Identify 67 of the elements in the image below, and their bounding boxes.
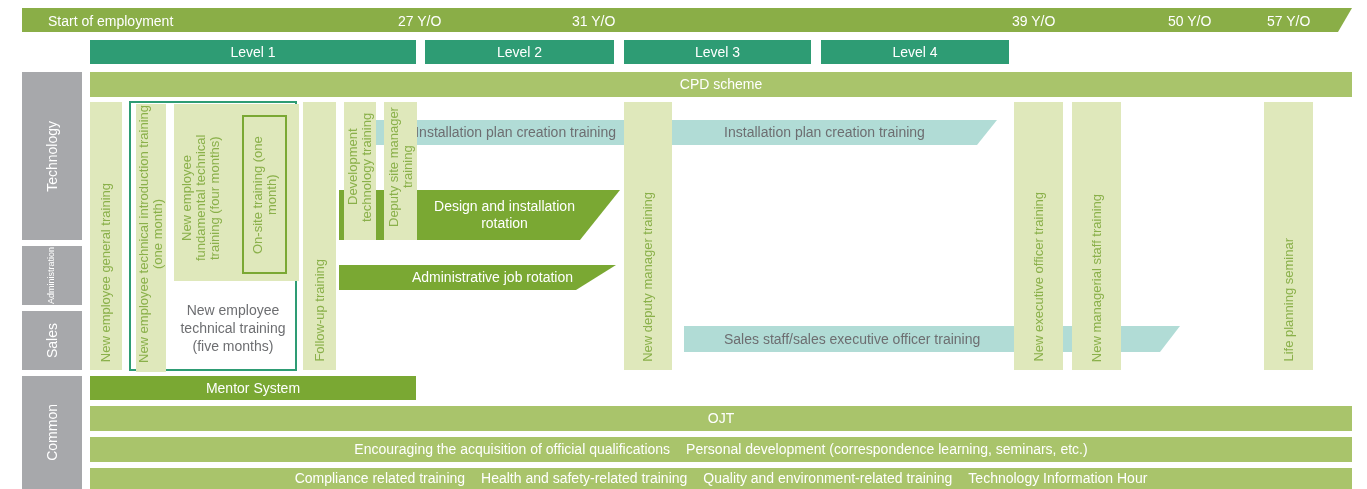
column-label: New managerial staff training — [1089, 193, 1104, 362]
column-label: Life planning seminar — [1281, 238, 1296, 362]
program-band — [90, 437, 1352, 462]
training-column — [624, 102, 672, 370]
timeline-label: 27 Y/O — [398, 12, 442, 31]
band-label: Technology Information Hour — [968, 469, 1148, 488]
column-label: New employee technical introduction training (one month) — [137, 104, 165, 364]
program-bar — [90, 376, 416, 400]
training-column — [384, 102, 417, 240]
timeline-label: 39 Y/O — [1012, 12, 1056, 31]
band-label: Quality and environment-related training — [703, 469, 953, 488]
program-frame — [129, 101, 297, 371]
training-column — [344, 102, 376, 240]
level-bar — [90, 40, 416, 64]
timeline-label: 50 Y/O — [1168, 12, 1212, 31]
bar-label: Installation plan creation training — [415, 123, 616, 142]
timeline-bar — [22, 8, 1352, 32]
timeline-label: 57 Y/O — [1267, 12, 1311, 31]
band-label: Personal development (correspondence learning, seminars, etc.) — [686, 440, 1088, 459]
training-column — [90, 102, 122, 370]
column-label: New executive officer training — [1031, 192, 1046, 362]
timeline-label: Start of employment — [48, 12, 174, 31]
training-column — [303, 102, 336, 370]
band-label: Compliance related training — [294, 469, 466, 488]
column-label: On-site training (one month) — [250, 134, 279, 255]
category-label: Sales — [42, 323, 61, 358]
bar-label: Mentor System — [205, 378, 301, 398]
bar-label: Administrative job rotation — [411, 269, 574, 286]
category-label-panel — [22, 246, 82, 305]
band-label: Health and safety-related training — [481, 469, 688, 488]
category-label-panel — [22, 376, 82, 489]
band-label: Encouraging the acquisition of official qualifications — [354, 440, 671, 459]
level-label: Level 1 — [230, 42, 276, 62]
training-bar — [672, 120, 997, 145]
level-bar — [624, 40, 811, 64]
bar-label: Sales staff/sales executive officer training — [724, 329, 981, 349]
program-band — [90, 406, 1352, 431]
training-column — [174, 104, 299, 281]
level-bar — [821, 40, 1009, 64]
category-label: Technology — [42, 120, 61, 192]
bar-label: Design and installation rotation — [433, 198, 576, 232]
training-column — [1072, 102, 1121, 370]
column-label: New employee fundamental technical training (four months) — [180, 133, 222, 264]
timeline-label: 31 Y/O — [572, 12, 616, 31]
bar-label: Installation plan creation training — [724, 123, 925, 142]
level-label: Level 2 — [496, 42, 543, 62]
category-label-panel — [22, 311, 82, 370]
frame-label: New employee technical training (five months) — [179, 301, 287, 355]
level-label: Level 3 — [694, 42, 741, 62]
column-label: New deputy manager training — [641, 192, 655, 362]
program-band — [90, 468, 1352, 489]
program-band — [90, 72, 1352, 97]
level-label: Level 4 — [892, 42, 938, 62]
column-label: Follow-up training — [312, 259, 327, 362]
column-label: Deputy site manager training — [386, 106, 415, 229]
band-label: OJT — [707, 409, 735, 428]
column-label: Development technology training — [346, 111, 374, 224]
category-label: Common — [42, 404, 61, 461]
band-label: CPD scheme — [679, 75, 763, 94]
level-bar — [425, 40, 614, 64]
column-label: New employee general training — [99, 182, 113, 362]
training-frame — [242, 115, 287, 274]
rotation-bar — [339, 265, 616, 290]
training-column — [1264, 102, 1313, 370]
category-label: Administration — [45, 247, 58, 304]
category-label-panel — [22, 72, 82, 240]
training-column — [1014, 102, 1063, 370]
